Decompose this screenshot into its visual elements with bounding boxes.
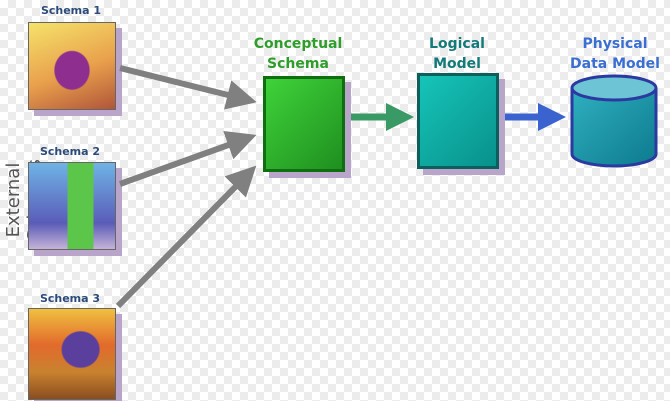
logical-model-label: Logical Model bbox=[407, 34, 507, 74]
conceptual-schema-label: Conceptual Schema bbox=[238, 34, 358, 74]
physical-label-line2: Data Model bbox=[570, 56, 660, 72]
physical-data-model-label: Physical Data Model bbox=[560, 34, 670, 74]
schema-3-illustration bbox=[28, 308, 116, 400]
schema-2-label: Schema 2 bbox=[39, 145, 101, 158]
logical-label-line1: Logical bbox=[429, 36, 485, 52]
schema-1-illustration bbox=[28, 22, 116, 110]
schema-2-illustration bbox=[28, 162, 116, 250]
logical-model-box[interactable] bbox=[417, 73, 499, 169]
conceptual-label-line2: Schema bbox=[267, 56, 329, 72]
physical-label-line1: Physical bbox=[582, 36, 648, 52]
arrow-schema-3-to-conceptual bbox=[115, 165, 257, 309]
conceptual-schema-box[interactable] bbox=[263, 76, 345, 172]
arrow-schema-1-to-conceptual bbox=[119, 65, 257, 110]
cylinder-body bbox=[570, 88, 658, 168]
cylinder-top bbox=[570, 74, 658, 102]
schema-1-label: Schema 1 bbox=[40, 4, 102, 17]
physical-data-model-cylinder[interactable] bbox=[568, 74, 660, 170]
arrow-schema-2-to-conceptual bbox=[118, 130, 257, 187]
logical-label-line2: Model bbox=[433, 56, 481, 72]
schema-3-label: Schema 3 bbox=[39, 292, 101, 305]
conceptual-label-line1: Conceptual bbox=[253, 36, 343, 52]
